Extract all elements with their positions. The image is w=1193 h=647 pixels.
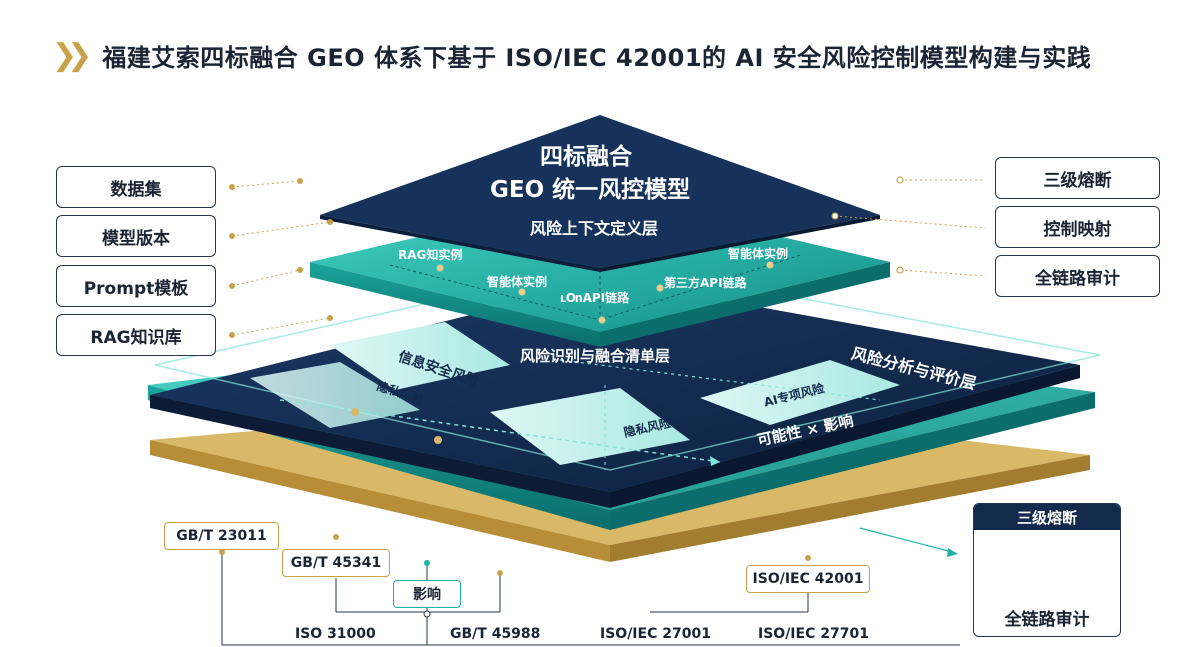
- impact-node: 影响: [393, 580, 461, 608]
- instance-label: 第三方API链路: [664, 276, 747, 290]
- right-connectors: [834, 179, 986, 277]
- standards-tree: [221, 552, 960, 646]
- top-line2: GEO 统一风控模型: [490, 177, 691, 203]
- risk-cards: [250, 322, 900, 470]
- card-ai-risk: [700, 360, 900, 425]
- left-box-dataset: 数据集: [56, 166, 216, 208]
- top-layer-label: 风险上下文定义层: [530, 219, 659, 238]
- instance-label: 智能体实例: [487, 275, 548, 289]
- card-info-security: [330, 322, 510, 390]
- card-privacy-left: [250, 362, 420, 428]
- standard-gbt-45988: GB/T 45988: [450, 626, 541, 642]
- right-box-circuit-breaker: 三级熔断: [995, 157, 1160, 199]
- right-connector-dots: [831, 176, 904, 274]
- left-box-rag-kb: RAG知识库: [56, 314, 216, 356]
- left-connector-dots: [229, 178, 333, 338]
- standard-gbt-45341: GB/T 45341: [282, 549, 390, 577]
- panel-footer: 全链路审计: [1004, 610, 1090, 630]
- left-connectors: [231, 180, 331, 336]
- right-box-control-mapping: 控制映射: [995, 206, 1160, 248]
- left-box-model-version: 模型版本: [56, 215, 216, 257]
- left-box-prompt-template: Prompt模板: [56, 265, 216, 307]
- page-title: 福建艾索四标融合 GEO 体系下基于 ISO/IEC 42001的 AI 安全风…: [102, 44, 1092, 72]
- standards-dots: [219, 534, 811, 618]
- panel-title: 三级熔断: [974, 504, 1120, 530]
- panel-arrow: [859, 527, 958, 557]
- header: ❯❯ 福建艾索四标融合 GEO 体系下基于 ISO/IEC 42001的 AI …: [52, 38, 1091, 73]
- top-line1: 四标融合: [540, 144, 632, 170]
- standard-iso-iec-27001: ISO/IEC 27001: [600, 626, 711, 642]
- standard-iso-31000: ISO 31000: [295, 626, 376, 642]
- standard-iso-iec-42001: ISO/IEC 42001: [746, 565, 870, 593]
- standard-iso-iec-27701: ISO/IEC 27701: [758, 626, 869, 642]
- circuit-breaker-panel: 三级熔断 全链路审计: [973, 503, 1121, 637]
- instance-label: ւՕոAPI链路: [560, 291, 630, 305]
- instance-label: RAG知实例: [398, 248, 463, 262]
- instance-label: 智能体实例: [728, 247, 789, 261]
- top-model-layer: [320, 115, 880, 272]
- card-privacy-center: [490, 388, 690, 465]
- navy-layer-title: 风险识别与融合清单层: [520, 347, 671, 365]
- standard-gbt-23011: GB/T 23011: [164, 522, 279, 550]
- right-box-audit: 全链路审计: [995, 255, 1160, 297]
- navy-analysis-layer: [150, 261, 1101, 508]
